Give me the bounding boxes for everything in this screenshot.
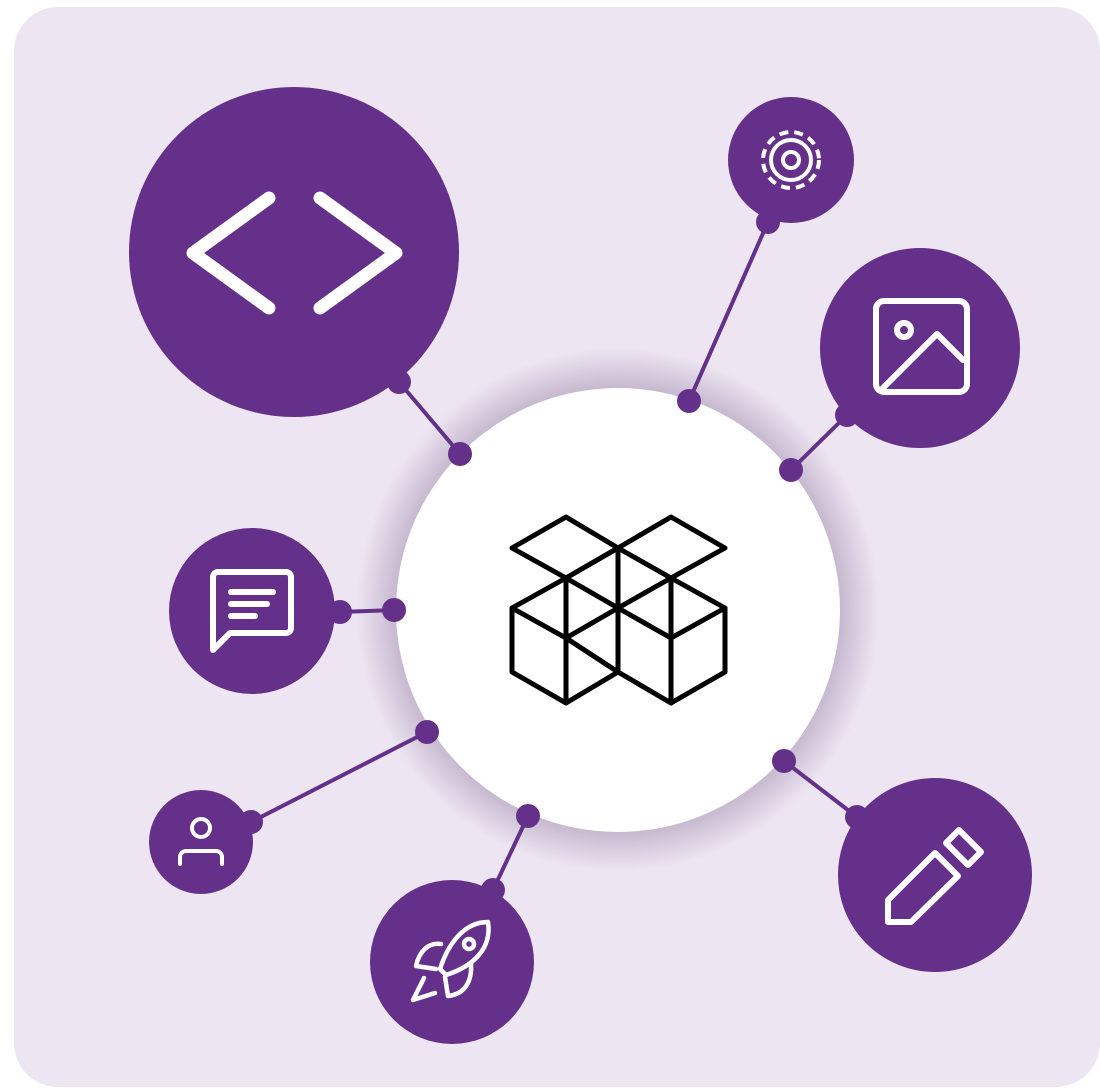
stacked-cubes-icon xyxy=(509,514,728,706)
dot-launch-inner xyxy=(516,804,540,828)
dot-edit-inner xyxy=(772,749,796,773)
node-settings[interactable] xyxy=(728,97,854,223)
node-launch[interactable] xyxy=(370,880,534,1044)
node-code[interactable] xyxy=(129,87,459,417)
dot-chat-inner xyxy=(382,598,406,622)
dot-code-outer xyxy=(387,370,411,394)
user-icon xyxy=(178,817,224,866)
node-edit[interactable] xyxy=(838,778,1032,972)
pencil-icon xyxy=(885,827,984,925)
node-image[interactable] xyxy=(820,248,1020,448)
dot-chat-outer xyxy=(328,600,352,624)
node-user[interactable] xyxy=(149,790,253,894)
code-brackets-icon xyxy=(186,191,403,315)
dot-settings-outer xyxy=(756,210,780,234)
connector-dots xyxy=(239,210,869,902)
dot-edit-outer xyxy=(845,805,869,829)
dot-user-inner xyxy=(415,720,439,744)
chat-bubble-icon xyxy=(210,569,294,653)
node-chat[interactable] xyxy=(169,528,335,694)
dot-launch-outer xyxy=(481,878,505,902)
image-icon xyxy=(873,298,970,395)
dot-settings-inner xyxy=(677,389,701,413)
dot-image-inner xyxy=(779,458,803,482)
dot-image-outer xyxy=(835,403,859,427)
dot-user-outer xyxy=(239,810,263,834)
gear-icon xyxy=(761,130,821,190)
dot-code-inner xyxy=(448,442,472,466)
rocket-icon xyxy=(410,919,491,1003)
